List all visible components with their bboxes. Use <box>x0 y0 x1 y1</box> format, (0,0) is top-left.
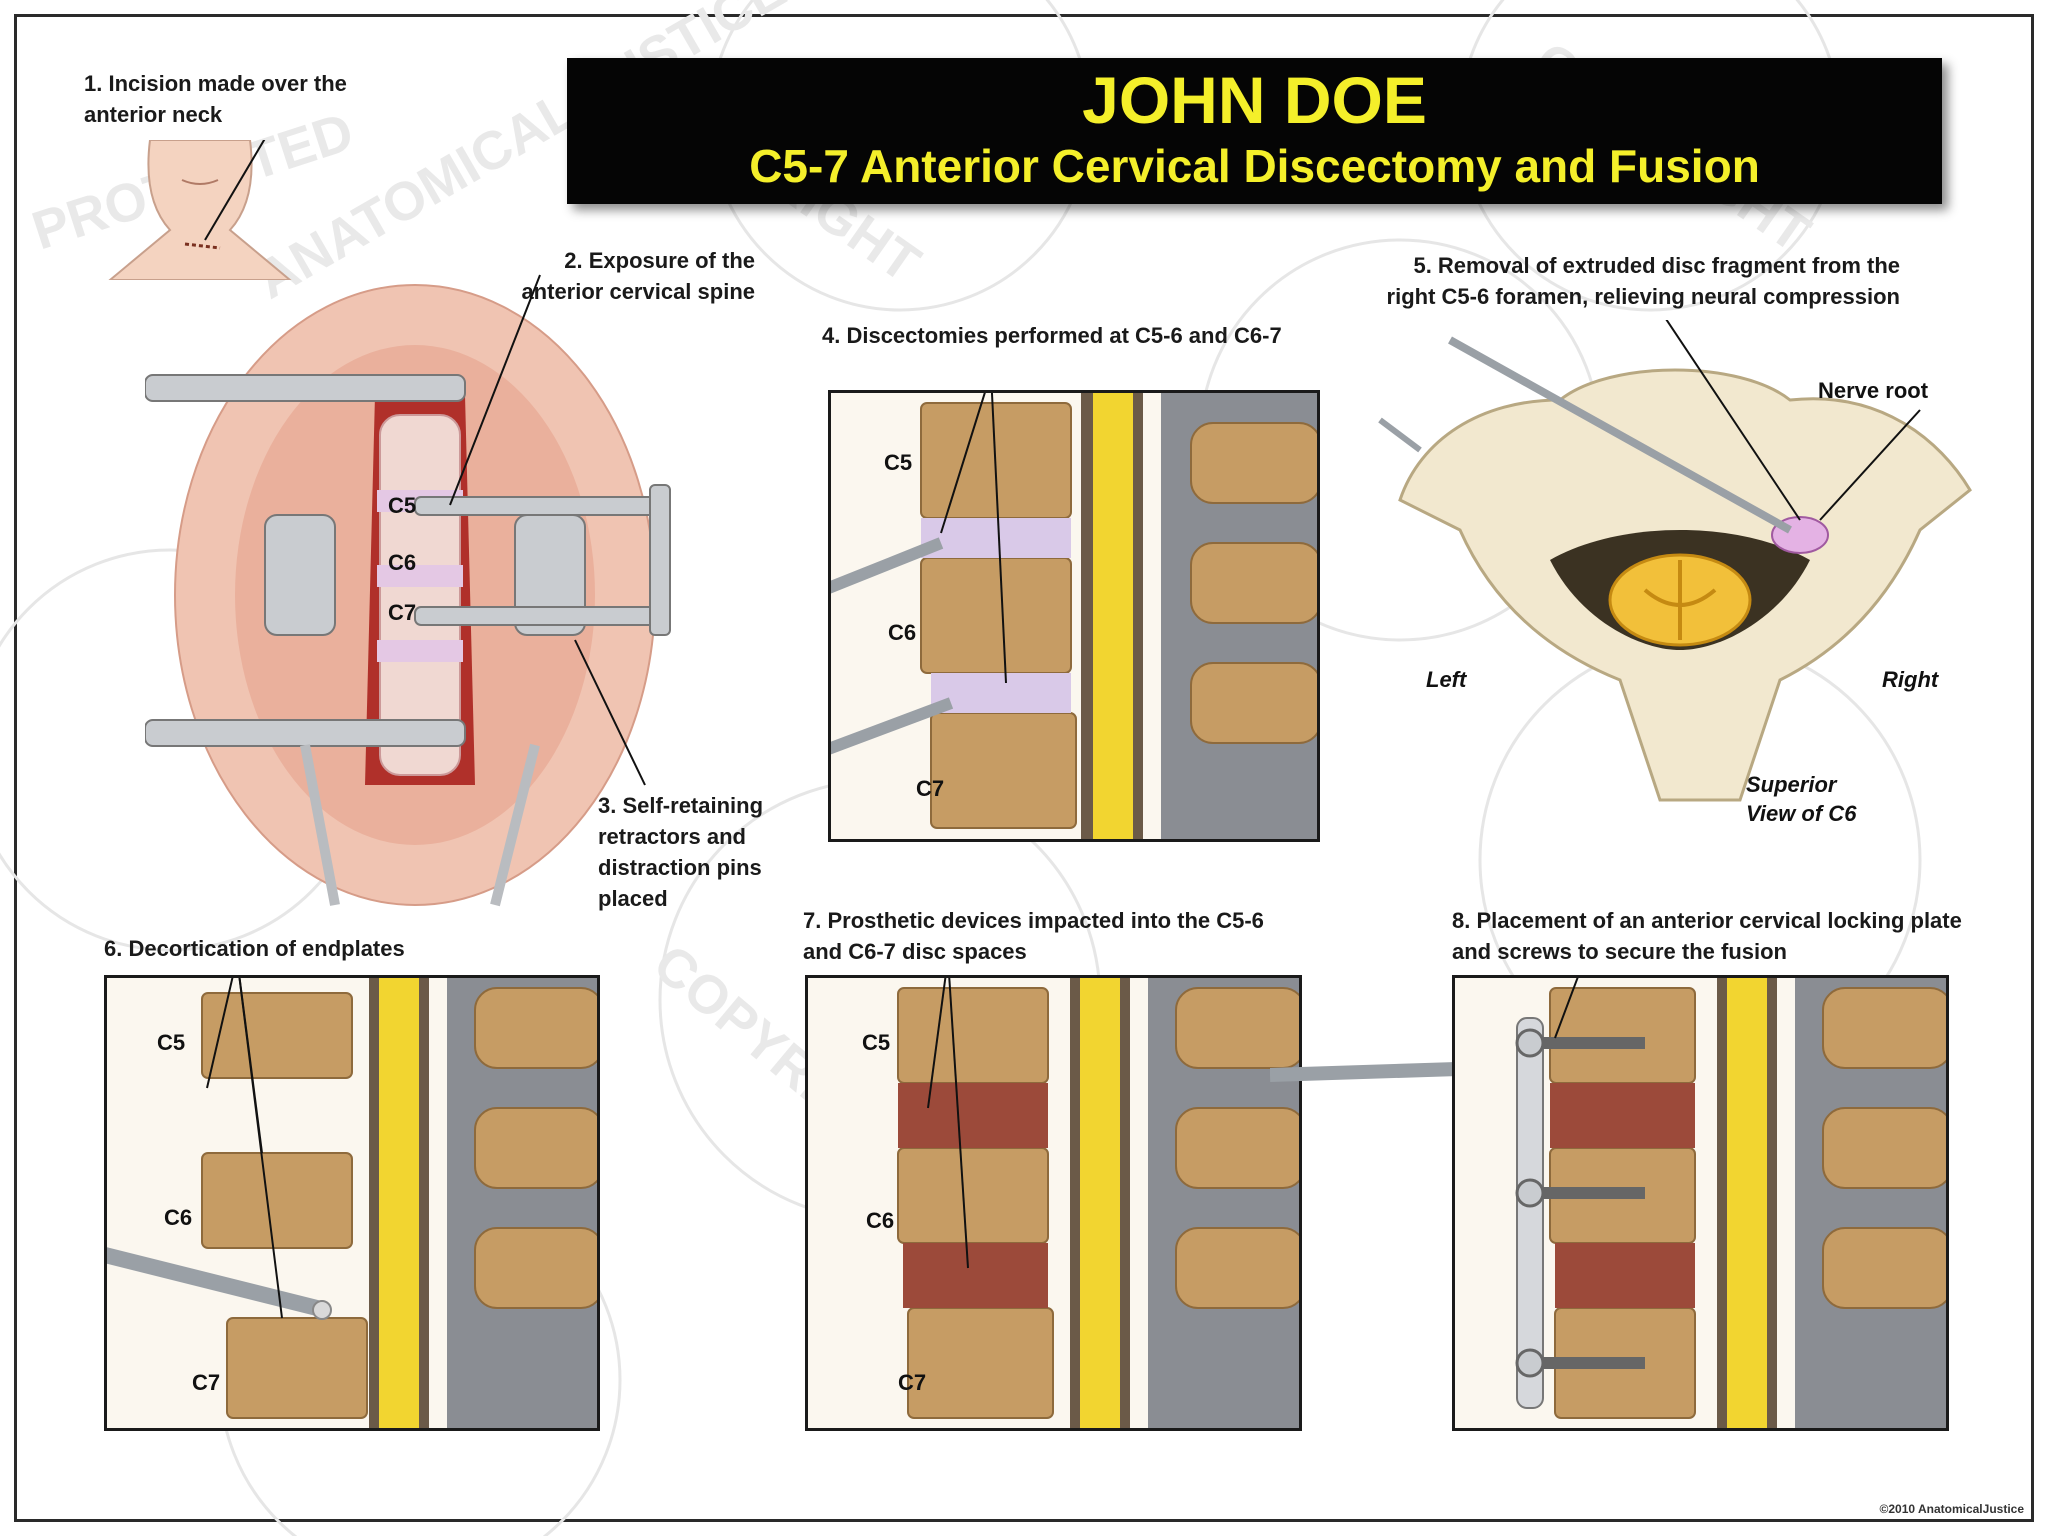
decortication-label-c6: C6 <box>164 1205 193 1230</box>
discectomy-panel <box>828 390 1320 842</box>
left-side-label: Left <box>1426 667 1467 692</box>
step-6-caption: 6. Decortication of endplates <box>104 936 405 961</box>
step-1-caption: 1. Incision made over the anterior neck <box>84 71 347 127</box>
locking-plate-spine-illustration <box>1455 978 1946 1428</box>
step-2-caption: 2. Exposure of the anterior cervical spi… <box>521 248 755 304</box>
procedure-title: C5-7 Anterior Cervical Discectomy and Fu… <box>749 140 1760 192</box>
exposure-label-c7: C7 <box>388 600 417 625</box>
exposure-label-c5: C5 <box>388 493 417 518</box>
prosthetic-spine-illustration <box>808 978 1299 1428</box>
step-5-caption: 5. Removal of extruded disc fragment fro… <box>1386 253 1900 309</box>
exposure-label-c6: C6 <box>388 550 417 575</box>
right-side-label: Right <box>1882 667 1939 692</box>
step-7-caption: 7. Prosthetic devices impacted into the … <box>803 908 1264 964</box>
prosthetic-label-c6: C6 <box>866 1208 895 1233</box>
incision-neck-illustration <box>108 140 292 280</box>
decortication-spine-illustration <box>107 978 597 1428</box>
discectomy-label-c5: C5 <box>884 450 913 475</box>
locking-plate-panel <box>1452 975 1949 1431</box>
discectomy-label-c6: C6 <box>888 620 917 645</box>
patient-name: JOHN DOE <box>1082 63 1427 137</box>
prosthetic-label-c5: C5 <box>862 1030 891 1055</box>
decortication-label-c5: C5 <box>157 1030 186 1055</box>
superior-view-label: Superior View of C6 <box>1746 772 1857 826</box>
prosthetic-panel <box>805 975 1302 1431</box>
step-4-caption: 4. Discectomies performed at C5-6 and C6… <box>822 323 1282 348</box>
exhibit-title-bar: JOHN DOE C5-7 Anterior Cervical Discecto… <box>567 58 1942 204</box>
discectomy-label-c7: C7 <box>916 776 945 801</box>
discectomy-spine-illustration <box>831 393 1317 839</box>
footer-copyright: ©2010 AnatomicalJustice <box>1879 1502 2024 1516</box>
superior-vertebra-illustration <box>1378 320 1972 802</box>
decortication-panel <box>104 975 600 1431</box>
decortication-label-c7: C7 <box>192 1370 221 1395</box>
step-3-caption: 3. Self-retaining retractors and distrac… <box>598 793 764 911</box>
exhibit-border <box>14 14 2034 1522</box>
nerve-root-label: Nerve root <box>1818 378 1929 403</box>
retractor-exposure-illustration <box>145 274 671 907</box>
prosthetic-label-c7: C7 <box>898 1370 927 1395</box>
step-8-caption: 8. Placement of an anterior cervical loc… <box>1452 908 1962 964</box>
